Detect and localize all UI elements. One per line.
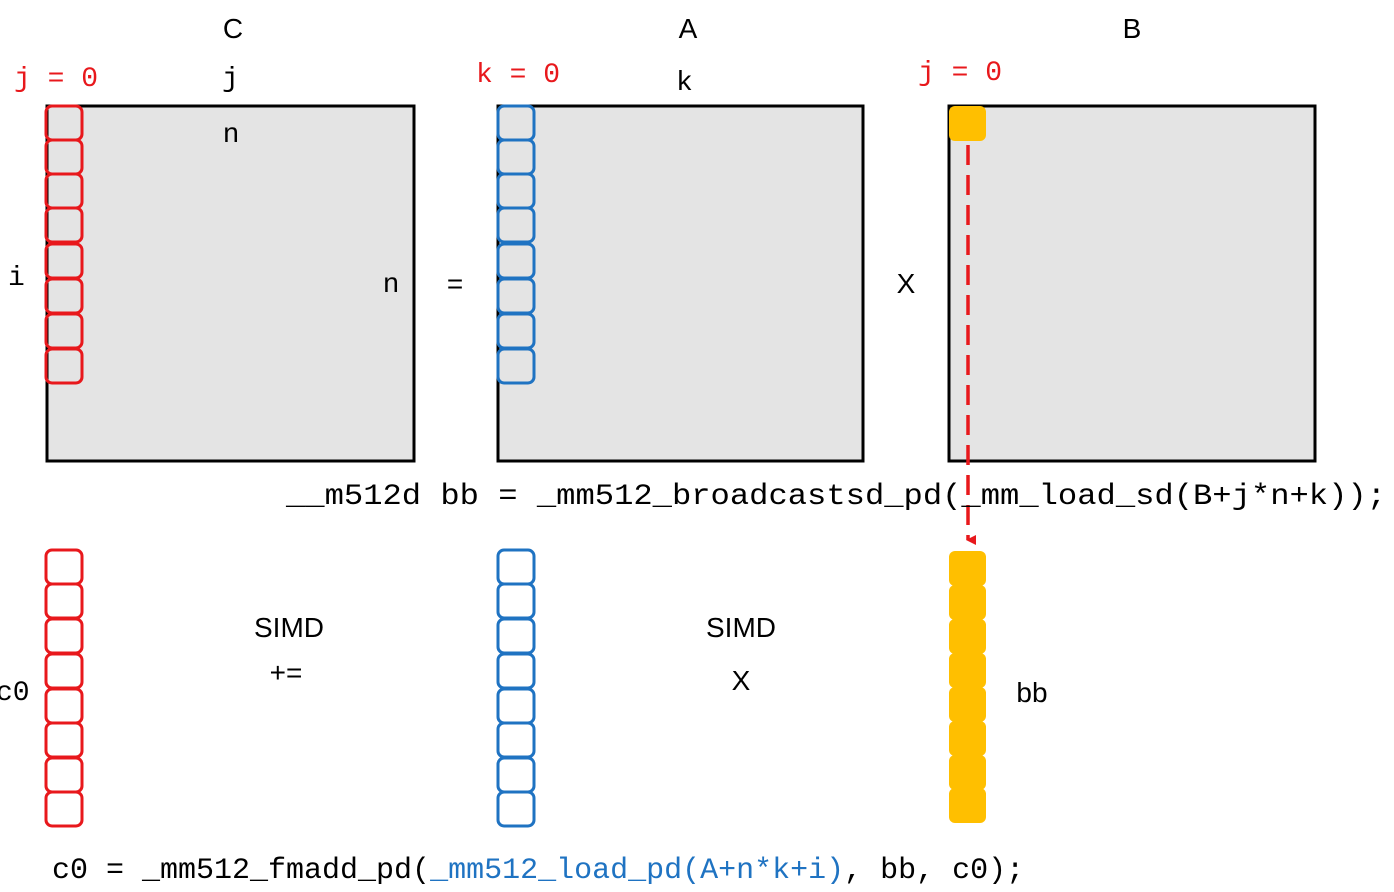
c0-vector-cell: [44, 790, 84, 828]
c0-vector-cell: [44, 756, 84, 794]
b-element-cell: [949, 106, 986, 141]
bb-vector-cell: [949, 619, 986, 654]
simd-mul-operator: X: [732, 665, 751, 696]
b-loop-var-label: j = 0: [918, 58, 1002, 89]
bb-vector-cell: [949, 755, 986, 790]
a-load-vector-cell: [496, 617, 536, 655]
a-load-vector-cell: [496, 790, 536, 828]
a-dim-row-label: n: [383, 267, 399, 298]
c-column-strip: [44, 104, 84, 385]
matrix-c-title: C: [223, 13, 243, 44]
c-dim-col-label: n: [223, 117, 239, 148]
a-load-vector-cell: [496, 582, 536, 620]
bb-vector-cell: [949, 788, 986, 823]
equals-operator: =: [447, 268, 463, 299]
broadcast-code-line: __m512d bb = _mm512_broadcastsd_pd(_mm_l…: [285, 480, 1386, 514]
a-loop-var-label: k = 0: [476, 60, 560, 91]
c0-vector-cell: [44, 582, 84, 620]
matrix-c: [45, 104, 416, 463]
matrix-a: [496, 104, 865, 463]
a-load-vector-cell: [496, 721, 536, 759]
a-load-vector-cell: [496, 652, 536, 690]
fmadd-code-line: c0 = _mm512_fmadd_pd(_mm512_load_pd(A+n*…: [52, 854, 1024, 888]
c0-label: c0: [0, 678, 30, 709]
c-loop-var-label: j = 0: [14, 64, 98, 95]
c-index-row-label: i: [8, 263, 25, 294]
bb-vector-cell: [949, 721, 986, 756]
bb-vector-cell: [949, 687, 986, 722]
c-strip-cell: [44, 347, 84, 385]
a-load-vector-cell: [496, 756, 536, 794]
a-load-vector-cell: [496, 548, 536, 586]
fmadd-code-load: _mm512_load_pd(A+n*k+i): [429, 854, 844, 888]
c0-vector-cell: [44, 548, 84, 586]
bb-vector-cell: [949, 653, 986, 688]
matrix-b-title: B: [1123, 13, 1142, 44]
fmadd-code-suffix: , bb, c0);: [844, 854, 1024, 888]
c-strip-cell: [44, 206, 84, 244]
a-strip-cell: [496, 347, 536, 385]
c0-vector-cell: [44, 721, 84, 759]
a-load-vector-cell: [496, 687, 536, 725]
c-index-col-label: j: [222, 64, 239, 95]
matrix-a-title: A: [679, 13, 698, 44]
times-operator: X: [897, 268, 916, 299]
a-strip-cell: [496, 206, 536, 244]
bb-label: bb: [1016, 677, 1047, 708]
a-index-col-label: k: [676, 68, 693, 99]
c0-vector-cell: [44, 652, 84, 690]
simd-mul-label: SIMD: [706, 612, 776, 643]
simd-add-label: SIMD: [254, 612, 324, 643]
c0-vector: [44, 548, 84, 828]
simd-add-operator: +=: [270, 657, 303, 688]
c0-vector-cell: [44, 617, 84, 655]
a-column-strip: [496, 104, 536, 385]
bb-vector-cell: [949, 585, 986, 620]
a-load-vector: [496, 548, 536, 828]
fmadd-code-prefix: c0 = _mm512_fmadd_pd(: [52, 854, 430, 888]
bb-vector: [949, 551, 986, 823]
bb-vector-cell: [949, 551, 986, 586]
matrix-b: [947, 104, 1317, 463]
c0-vector-cell: [44, 687, 84, 725]
